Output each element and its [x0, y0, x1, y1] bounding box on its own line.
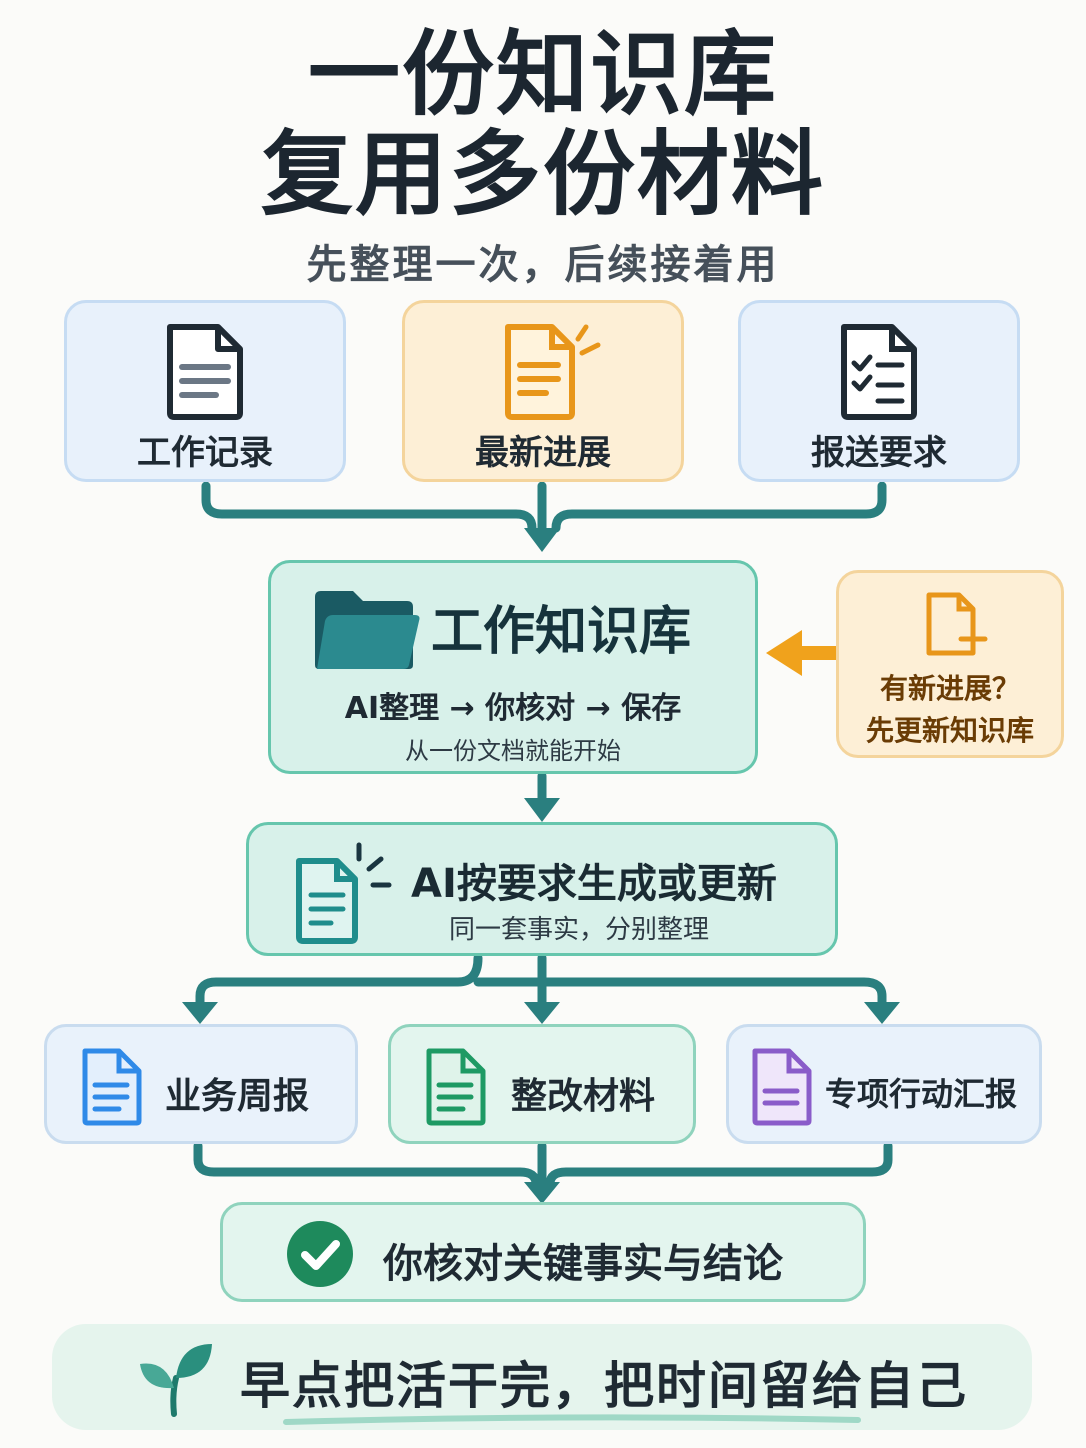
ai-generate-title: AI按要求生成或更新: [411, 861, 777, 907]
knowledge-base-card: 工作知识库 AI整理 → 你核对 → 保存 从一份文档就能开始: [268, 560, 758, 774]
subtitle: 先整理一次，后续接着用: [306, 242, 780, 288]
verify-card: 你核对关键事实与结论: [220, 1202, 866, 1302]
title-line-1: 一份知识库: [307, 21, 778, 128]
document-icon: [82, 1048, 142, 1126]
output-card-weekly-report: 业务周报: [44, 1024, 358, 1144]
output-card-rectification: 整改材料: [388, 1024, 696, 1144]
folder-icon: [315, 591, 420, 669]
output-label: 业务周报: [165, 1076, 310, 1117]
output-card-special-action: 专项行动汇报: [726, 1024, 1042, 1144]
document-spark-icon: [505, 324, 601, 420]
input-card-report-requirements: 报送要求: [738, 300, 1020, 482]
update-note-card: 有新进展？ 先更新知识库: [836, 570, 1064, 758]
document-icon: [167, 324, 243, 420]
input-label: 工作记录: [137, 433, 273, 473]
output-label: 专项行动汇报: [825, 1075, 1018, 1113]
checklist-icon: [841, 324, 917, 420]
input-label: 最新进展: [475, 433, 611, 473]
document-icon: [426, 1048, 486, 1126]
update-arrow: [766, 630, 838, 676]
closing-label: 早点把活干完，把时间留给自己: [240, 1357, 968, 1415]
title-line-2: 复用多份材料: [260, 121, 825, 228]
input-card-work-records: 工作记录: [64, 300, 346, 482]
output-label: 整改材料: [511, 1076, 656, 1117]
input-label: 报送要求: [811, 433, 947, 473]
closing-banner: 早点把活干完，把时间留给自己: [52, 1324, 1032, 1430]
update-note-line-1: 有新进展？: [879, 672, 1020, 705]
ai-generate-subtitle: 同一套事实，分别整理: [449, 915, 710, 945]
document-icon: [752, 1048, 812, 1126]
sprout-icon: [140, 1344, 212, 1417]
check-circle-icon: [287, 1221, 353, 1287]
update-note-line-2: 先更新知识库: [865, 714, 1034, 747]
knowledge-base-flow: AI整理 → 你核对 → 保存: [344, 691, 682, 726]
knowledge-base-note: 从一份文档就能开始: [405, 737, 621, 765]
underline-stroke: [283, 1414, 861, 1425]
knowledge-base-title: 工作知识库: [431, 602, 692, 662]
document-spark-icon: [296, 842, 392, 944]
ai-generate-card: AI按要求生成或更新 同一套事实，分别整理: [246, 822, 838, 956]
input-card-latest-progress: 最新进展: [402, 300, 684, 482]
file-plus-icon: [926, 592, 988, 656]
verify-label: 你核对关键事实与结论: [383, 1241, 783, 1287]
